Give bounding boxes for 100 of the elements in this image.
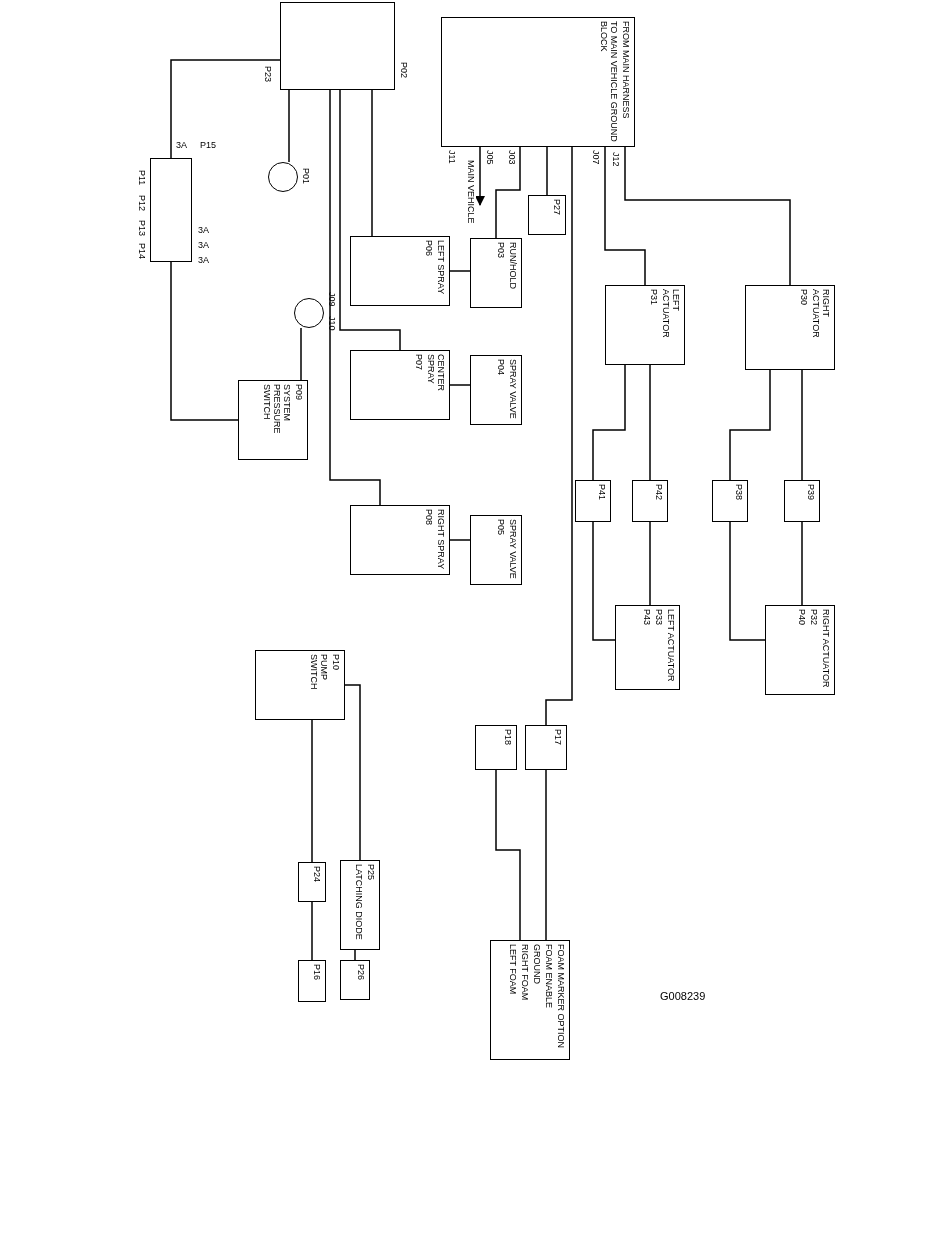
component-box <box>765 605 835 695</box>
fuse-label: P15 <box>200 140 216 150</box>
wire <box>729 369 771 481</box>
component-label: P16 <box>312 964 322 982</box>
component-box <box>745 285 835 370</box>
component-label: RIGHT ACTUATOR <box>811 289 831 340</box>
wire <box>288 89 290 163</box>
wire <box>624 146 791 286</box>
component-box <box>605 285 685 365</box>
wire <box>649 364 651 481</box>
component-label: RIGHT SPRAY <box>436 509 446 571</box>
component-label: P17 <box>553 729 563 747</box>
connector-box <box>490 940 570 1060</box>
component-label: P26 <box>356 964 366 982</box>
component-box <box>525 725 567 770</box>
fuse-label: 3A <box>176 140 187 150</box>
arrow <box>474 146 486 207</box>
wire <box>339 89 401 351</box>
component-label: CENTER SPRAY <box>426 354 446 393</box>
wire <box>649 521 651 606</box>
component-box <box>340 960 370 1000</box>
component-label: P41 <box>597 484 607 502</box>
wire <box>592 521 616 641</box>
component-box <box>238 380 308 460</box>
component-label: P03 <box>496 242 506 260</box>
wire <box>801 369 803 481</box>
component-box <box>575 480 611 522</box>
component-box <box>470 515 522 585</box>
component-label: P18 <box>503 729 513 747</box>
component-box <box>528 195 566 235</box>
wire <box>449 384 471 386</box>
connector-label: P01 <box>300 168 311 184</box>
component-box <box>255 650 345 720</box>
wire <box>495 146 521 239</box>
component-box <box>350 236 450 306</box>
component-label: TO MAIN VEHICLE GROUND BLOCK <box>599 21 619 143</box>
component-box <box>298 960 326 1002</box>
component-label: P33 <box>654 609 664 627</box>
component-label: FROM MAIN HARNESS <box>621 21 631 121</box>
component-box <box>470 355 522 425</box>
component-box <box>615 605 680 690</box>
wire <box>371 89 373 237</box>
component-label: LEFT FOAM <box>508 944 518 997</box>
component-box <box>712 480 748 522</box>
wire <box>729 521 766 641</box>
component-label: P32 <box>809 609 819 627</box>
wire <box>354 949 356 961</box>
wire <box>604 146 646 286</box>
component-box <box>632 480 668 522</box>
connector-block <box>280 2 395 90</box>
connector-label: P12 <box>136 195 147 211</box>
harness-panel <box>441 17 635 147</box>
component-label: RUN/HOLD <box>508 242 518 291</box>
wire <box>545 769 547 941</box>
component-label: RIGHT FOAM <box>520 944 530 1003</box>
component-label: P07 <box>414 354 424 372</box>
connector-label: J10 <box>326 316 337 331</box>
wire <box>311 719 313 863</box>
component-label: SPRAY VALVE <box>508 519 518 581</box>
component-label: FOAM MARKER OPTION <box>556 944 566 1050</box>
wire <box>546 146 548 196</box>
component-label: P25 <box>366 864 376 882</box>
component-label: P04 <box>496 359 506 377</box>
component-label: P24 <box>312 866 322 884</box>
component-label: P39 <box>806 484 816 502</box>
component-label: P10 <box>331 654 341 672</box>
wire <box>545 146 573 726</box>
edge-label: MAIN VEHICLE <box>465 160 476 224</box>
connector-label: J11 <box>446 150 457 164</box>
component-label: GROUND <box>532 944 542 986</box>
wire <box>592 364 626 481</box>
component-label: FOAM ENABLE <box>544 944 554 1010</box>
component-label: P42 <box>654 484 664 502</box>
component-label: P06 <box>424 240 434 258</box>
component-box <box>350 350 450 420</box>
connector-label: J05 <box>484 150 495 165</box>
component-label: LEFT ACTUATOR <box>661 289 681 340</box>
drawing-number: G008239 <box>660 990 706 1002</box>
component-label: P27 <box>552 199 562 217</box>
component-label: P43 <box>642 609 652 627</box>
component-label: P40 <box>797 609 807 627</box>
connector-label: P23 <box>262 66 273 82</box>
component-label: P38 <box>734 484 744 502</box>
component-label: P30 <box>799 289 809 307</box>
component-box <box>470 238 522 308</box>
component-label: SYSTEM PRESSURE SWITCH <box>262 384 292 436</box>
component-label: PUMP SWITCH <box>309 654 329 692</box>
component-label: RIGHT ACTUATOR <box>821 609 831 690</box>
component-label: P31 <box>649 289 659 307</box>
component-box <box>475 725 517 770</box>
connector-label: J12 <box>610 152 621 167</box>
connector-plug <box>268 162 298 192</box>
component-label: LATCHING DIODE <box>354 864 364 942</box>
wire <box>495 769 521 941</box>
wire <box>300 327 302 381</box>
component-label: P05 <box>496 519 506 537</box>
connector-label: P14 <box>136 243 147 259</box>
wire <box>170 261 239 421</box>
wire <box>311 901 313 961</box>
component-box <box>340 860 380 950</box>
